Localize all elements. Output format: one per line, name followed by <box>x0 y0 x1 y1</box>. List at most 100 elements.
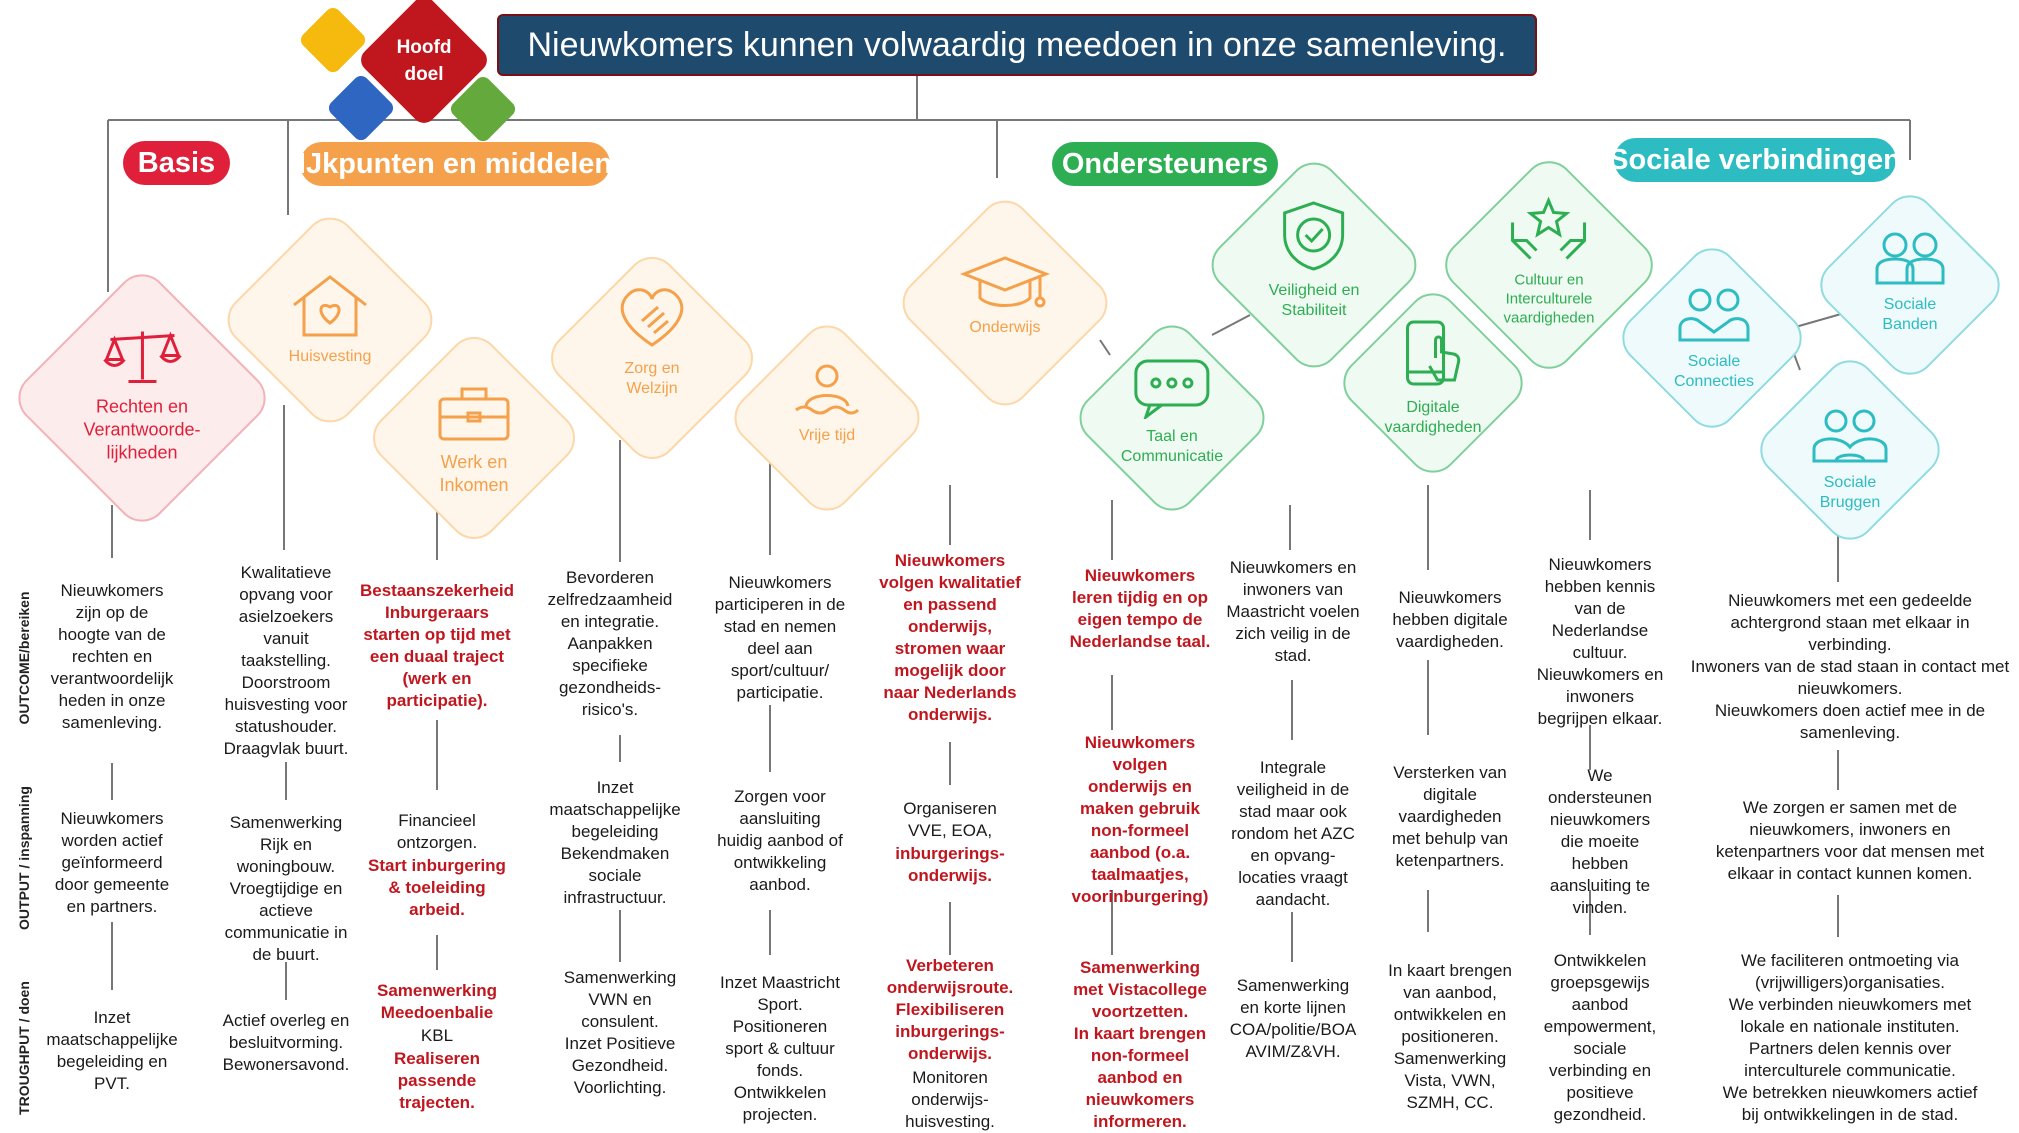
cell-rechten-output-line: en partners. <box>66 897 158 916</box>
cell-vrijetijd-outcome-line: participeren in de <box>714 595 846 614</box>
cell-rechten-output-line: worden actief <box>61 831 163 850</box>
tile-content-vrijetijd: Vrije tijd <box>792 362 862 446</box>
tile-content-cultuur: Cultuur en Interculturele vaardigheden <box>1504 196 1594 328</box>
cell-veiligheid-output-line: stad maar ook <box>1239 802 1347 821</box>
cell-huisvesting-throughput-line: Bewonersavond. <box>222 1055 350 1074</box>
cell-sociaal-output-line: We zorgen er samen met de <box>1742 798 1958 817</box>
tile-label-veiligheid: Veiligheid en Stabiliteit <box>1268 282 1360 319</box>
cell-taal-throughput-line: Samenwerking <box>1080 958 1200 977</box>
cell-rechten-outcome-line: verantwoordelijk <box>50 669 174 688</box>
cell-werk-output-b-line: arbeid. <box>409 900 465 919</box>
cell-werk-outcome-line: Bestaanszekerheid <box>359 581 515 600</box>
cell-taal-output-line: non-formeel <box>1090 821 1190 840</box>
people-connect-icon <box>1678 288 1750 342</box>
cell-werk-throughput-a-line: Meedoenbalie <box>380 1003 494 1022</box>
cell-rechten-outcome-line: samenleving. <box>61 713 163 732</box>
cell-digitaal-outcome-line: Nieuwkomers <box>1398 588 1502 607</box>
tile-content-zorg: Zorg en Welzijn <box>612 281 692 399</box>
cell-onderwijs-outcome-line: mogelijk door <box>894 661 1006 680</box>
cell-veiligheid-outcome-line: Nieuwkomers en <box>1229 558 1357 577</box>
cell-onderwijs-throughput-a-line: Verbeteren <box>906 956 994 975</box>
cell-cultuur-throughput-line: empowerment, <box>1543 1017 1657 1036</box>
cell-vrijetijd-output-line: Zorgen voor <box>734 787 826 806</box>
cell-huisvesting-outcome-line: statushouder. <box>234 717 338 736</box>
cell-taal-throughput-line: aanbod en <box>1097 1068 1183 1087</box>
tile-content-rechten: Rechten en Verantwoorde- lijkheden <box>83 326 201 465</box>
tile-label-bruggen: Sociale Bruggen <box>1819 474 1881 511</box>
cell-vrijetijd-throughput-line: projecten. <box>742 1105 818 1124</box>
cell-onderwijs-throughput-b-line: huisvesting. <box>905 1112 995 1131</box>
cell-vrijetijd-output-line: ontwikkeling <box>733 853 827 872</box>
tile-content-connecties: Sociale Connecties <box>1674 284 1754 392</box>
cell-onderwijs-outcome-line: stromen waar <box>894 639 1006 658</box>
cell-huisvesting-outcome-line: Doorstroom <box>241 673 331 692</box>
cell-sociaal-outcome-line: Inwoners van de stad staan in contact me… <box>1690 657 2010 676</box>
tile-label-vrijetijd: Vrije tijd <box>798 427 856 444</box>
tile-label-rechten: Rechten en Verantwoorde- lijkheden <box>83 396 201 463</box>
cell-cultuur-throughput-line: positieve <box>1566 1083 1634 1102</box>
cell-werk-outcome-line: starten op tijd met <box>363 625 511 644</box>
cell-taal-throughput-line: nieuwkomers <box>1085 1090 1195 1109</box>
cell-sociaal-throughput-line: We verbinden nieuwkomers met <box>1728 995 1972 1014</box>
cell-vrijetijd-outcome-line: deel aan <box>747 639 813 658</box>
tile-label-taal: Taal en Communicatie <box>1120 428 1224 465</box>
cell-cultuur-throughput-line: Ontwikkelen <box>1553 951 1647 970</box>
cell-huisvesting-output-line: communicatie in <box>224 923 348 942</box>
cell-digitaal-output-line: digitale <box>1423 785 1477 804</box>
cell-veiligheid-outcome-line: stad. <box>1274 646 1312 665</box>
cell-digitaal-throughput-line: van aanbod, <box>1403 983 1497 1002</box>
cell-werk-throughput-b: KBL <box>377 1025 497 1047</box>
category-sociaal: Sociale verbindingen <box>1609 138 1901 182</box>
tile-content-digitaal: Digitale vaardigheden <box>1385 318 1481 438</box>
cell-veiligheid-throughput-line: COA/politie/BOA <box>1229 1020 1357 1039</box>
cell-digitaal-throughput-line: ontwikkelen en <box>1393 1005 1507 1024</box>
cell-veiligheid-output-line: Integrale <box>1259 758 1327 777</box>
cell-sociaal-throughput-line: Partners delen kennis over <box>1748 1039 1952 1058</box>
cell-digitaal-output-line: met behulp van <box>1391 829 1509 848</box>
shield-check-icon <box>1283 201 1345 271</box>
cell-taal-throughput-line: voortzetten. <box>1091 1002 1189 1021</box>
cell-taal-outcome-line: eigen tempo de <box>1077 610 1203 629</box>
cell-werk-output-b-line: Start inburgering <box>368 856 506 875</box>
cell-digitaal-outcome-line: vaardigheden. <box>1396 632 1504 651</box>
cell-zorg-output-line: sociale <box>588 866 642 885</box>
cell-veiligheid-throughput-line: AVIM/Z&VH. <box>1245 1042 1341 1061</box>
cell-veiligheid-throughput-line: Samenwerking <box>1236 976 1350 995</box>
cell-huisvesting-outcome-line: Draagvlak buurt. <box>223 739 349 758</box>
cell-onderwijs-outcome-line: naar Nederlands <box>883 683 1017 702</box>
cell-vrijetijd-throughput-line: sport & cultuur <box>725 1039 835 1058</box>
cell-werk-outcome-line: participatie). <box>386 691 488 710</box>
cell-cultuur-output-line: nieuwkomers <box>1549 810 1651 829</box>
cell-zorg-outcome-line: specifieke <box>572 656 648 675</box>
graduation-cap-icon <box>960 256 1050 308</box>
cell-onderwijs-outcome-line: volgen kwalitatief <box>879 573 1021 592</box>
row-label-outcome: OUTCOME/bereiken <box>16 591 32 725</box>
cell-huisvesting-outcome-line: vanuit <box>263 629 309 648</box>
cell-cultuur-outcome-line: Nieuwkomers <box>1548 555 1652 574</box>
cell-onderwijs-throughput-b-line: onderwijs- <box>911 1090 989 1109</box>
cell-veiligheid-output-line: locaties vraagt <box>1238 868 1348 887</box>
cell-vrijetijd-throughput-line: Sport. <box>757 995 803 1014</box>
tile-label-onderwijs: Onderwijs <box>969 319 1041 336</box>
cell-veiligheid-outcome-line: inwoners van <box>1242 580 1344 599</box>
cell-sociaal-throughput-line: bij ontwikkelingen in de stad. <box>1741 1105 1959 1124</box>
cell-taal-throughput-line: informeren. <box>1093 1112 1187 1131</box>
cell-zorg-throughput-line: Voorlichting. <box>573 1078 667 1097</box>
cell-werk-outcome-line: een duaal traject <box>369 647 505 666</box>
cell-huisvesting-output-line: Rijk en <box>260 835 312 854</box>
cell-digitaal-output-line: ketenpartners. <box>1395 851 1505 870</box>
